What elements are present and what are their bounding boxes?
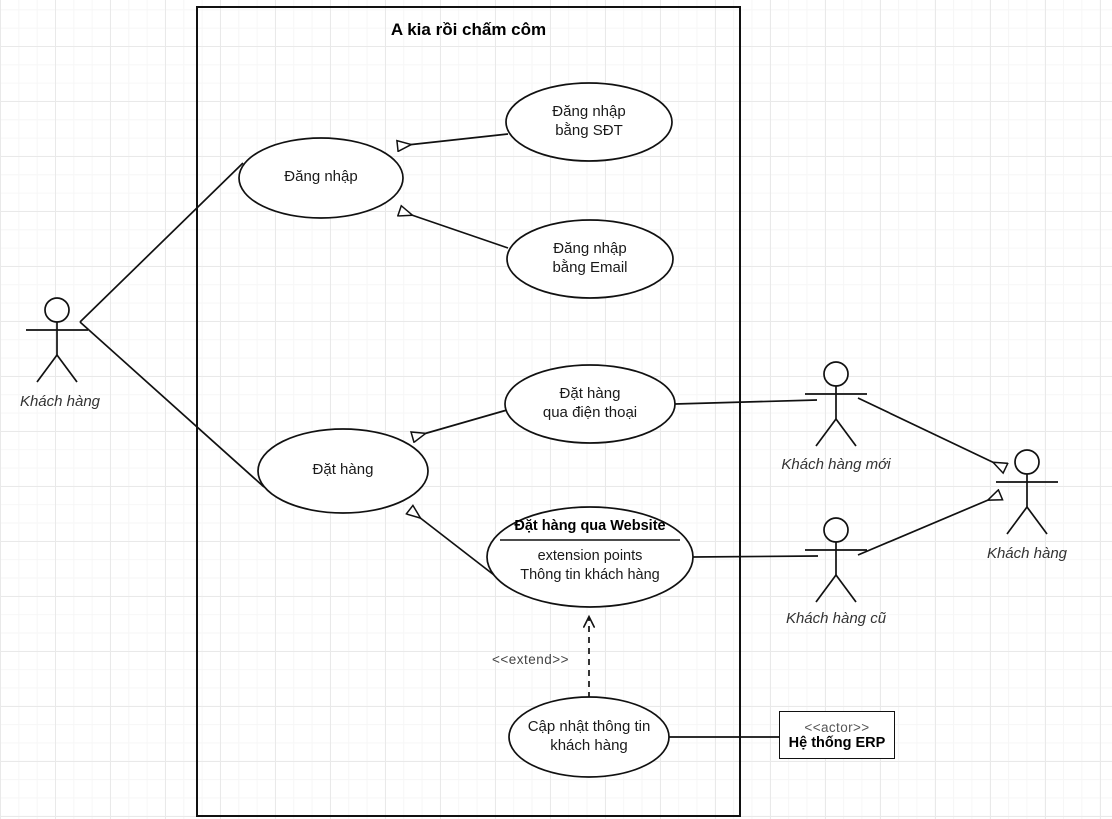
system-boundary xyxy=(196,6,741,817)
use-case-dang-nhap-sdt[interactable] xyxy=(505,82,673,162)
generalization-website-to-dathang xyxy=(410,510,495,576)
use-case-dat-hang-qua-website[interactable] xyxy=(486,506,694,608)
system-title: A kia rồi chấm côm xyxy=(390,20,547,39)
actor-label-khach-hang-moi: Khách hàng mới xyxy=(781,456,891,473)
actor-khach-hang-left[interactable] xyxy=(26,297,88,383)
association-website-khachhangcu xyxy=(692,555,819,558)
actor-box-stereotype: <<actor>> xyxy=(804,719,870,735)
use-case-title-dat-hang-qua-website: Đặt hàng qua Website xyxy=(514,518,666,534)
association-khachhang-dangnhap xyxy=(79,162,244,323)
use-case-dang-nhap-email[interactable] xyxy=(506,219,674,299)
extension-points-text: extension points Thông tin khách hàng xyxy=(520,548,660,583)
actor-box-name: Hệ thống ERP xyxy=(788,734,886,751)
actor-khach-hang-cu[interactable] xyxy=(805,517,867,603)
generalization-sdt-to-dangnhap xyxy=(398,133,509,146)
generalization-email-to-dangnhap xyxy=(400,211,509,249)
actor-label-khach-hang-cu: Khách hàng cũ xyxy=(785,610,887,627)
actor-label-khach-hang-right: Khách hàng xyxy=(986,545,1068,562)
actor-khach-hang-right[interactable] xyxy=(996,449,1058,535)
use-case-dat-hang[interactable] xyxy=(257,428,429,514)
extend-stereotype-label: <<extend>> xyxy=(492,652,570,667)
use-case-dat-hang-qua-dien-thoai[interactable] xyxy=(504,364,676,444)
use-case-cap-nhat-thong-tin-khach-hang[interactable] xyxy=(508,696,670,778)
actor-khach-hang-moi[interactable] xyxy=(805,361,867,447)
actor-label-khach-hang-left: Khách hàng xyxy=(19,393,101,410)
use-case-dang-nhap[interactable] xyxy=(238,137,404,219)
actor-box-he-thong-erp[interactable]: <<actor>> Hệ thống ERP xyxy=(779,711,895,759)
association-khachhang-dathang xyxy=(79,321,265,488)
generalization-khachhangmoi-to-khachhang xyxy=(857,397,1005,468)
generalization-khachhangcu-to-khachhang xyxy=(857,495,1000,556)
generalization-dienthoai-to-dathang xyxy=(413,409,508,437)
association-dienthoai-khachhangmoi xyxy=(674,399,818,405)
